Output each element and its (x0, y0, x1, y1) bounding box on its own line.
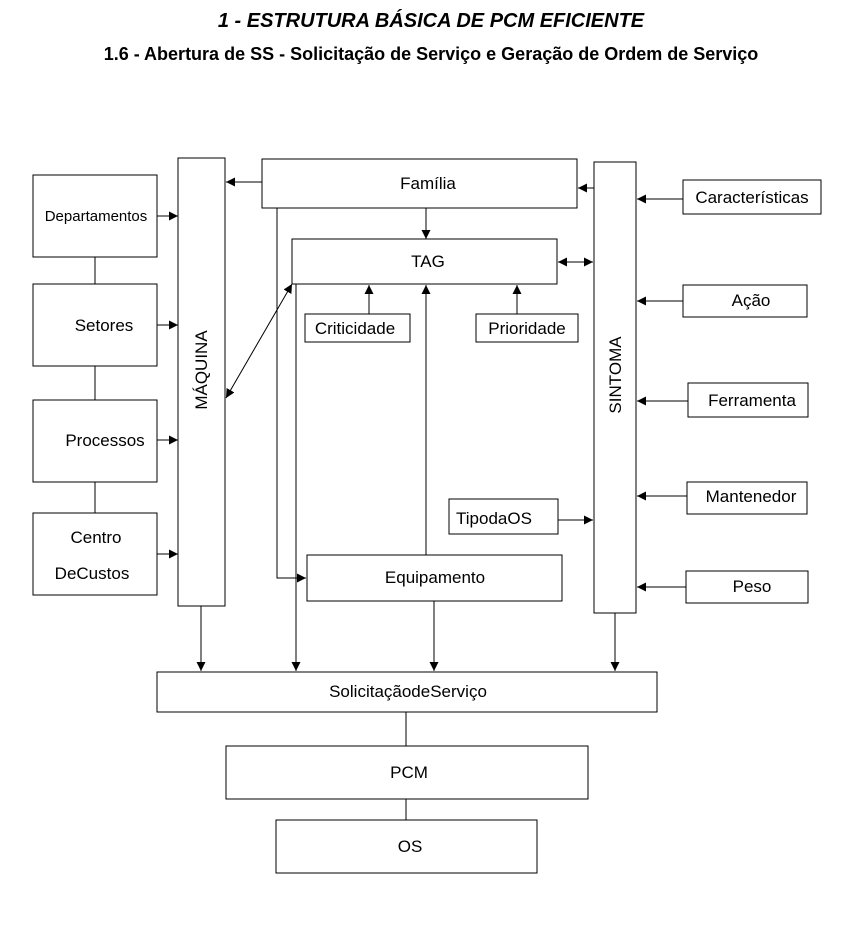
ferramenta-box (687, 382, 809, 418)
maquina-label: MÁQUINA (192, 330, 211, 410)
os-box (275, 819, 538, 874)
arrow-maquina-tag (225, 283, 293, 399)
processos-box (32, 399, 158, 483)
tipodaos-label: TipodaOS (456, 509, 532, 528)
caracteristicas-label: Características (695, 188, 808, 207)
mantenedor-box (686, 481, 808, 515)
departamentos-box (32, 174, 158, 258)
centro-label: Centro (70, 528, 121, 547)
processos-label: Processos (65, 431, 144, 450)
diagram-title: 1 - ESTRUTURA BÁSICA DE PCM EFICIENTE (217, 10, 645, 32)
prioridade-box (475, 313, 579, 343)
caracteristicas-box (682, 179, 822, 215)
prioridade-label: Prioridade (488, 319, 566, 338)
mantenedor-label: Mantenedor (706, 487, 797, 506)
pcm-label: PCM (390, 763, 428, 782)
departamentos-label: Departamentos (45, 208, 148, 225)
equipamento-box (306, 554, 563, 602)
familia-box (261, 158, 578, 209)
peso-label: Peso (733, 577, 772, 596)
tag-box (291, 238, 558, 285)
familia-label: Família (400, 174, 456, 193)
ferramenta-label: Ferramenta (708, 391, 796, 410)
acao-label: Ação (732, 291, 771, 310)
centro-custos-box (32, 512, 158, 596)
os-label: OS (398, 837, 423, 856)
equipamento-label: Equipamento (385, 568, 485, 587)
tipodaos-box (448, 498, 559, 535)
peso-box (685, 570, 809, 604)
acao-box (682, 284, 808, 318)
solicitacao-label: SolicitaçãodeServiço (329, 682, 487, 701)
criticidade-label: Criticidade (315, 319, 395, 338)
tag-label: TAG (411, 252, 445, 271)
maquina-box (177, 157, 226, 607)
solicitacao-box (156, 671, 658, 713)
diagram-subtitle: 1.6 - Abertura de SS - Solicitação de Se… (103, 44, 759, 64)
sintoma-label: SINTOMA (606, 336, 625, 414)
setores-label: Setores (75, 316, 134, 335)
criticidade-box (304, 313, 411, 343)
pcm-box (225, 745, 589, 800)
decustos-label: DeCustos (55, 564, 130, 583)
sintoma-box (593, 161, 637, 614)
